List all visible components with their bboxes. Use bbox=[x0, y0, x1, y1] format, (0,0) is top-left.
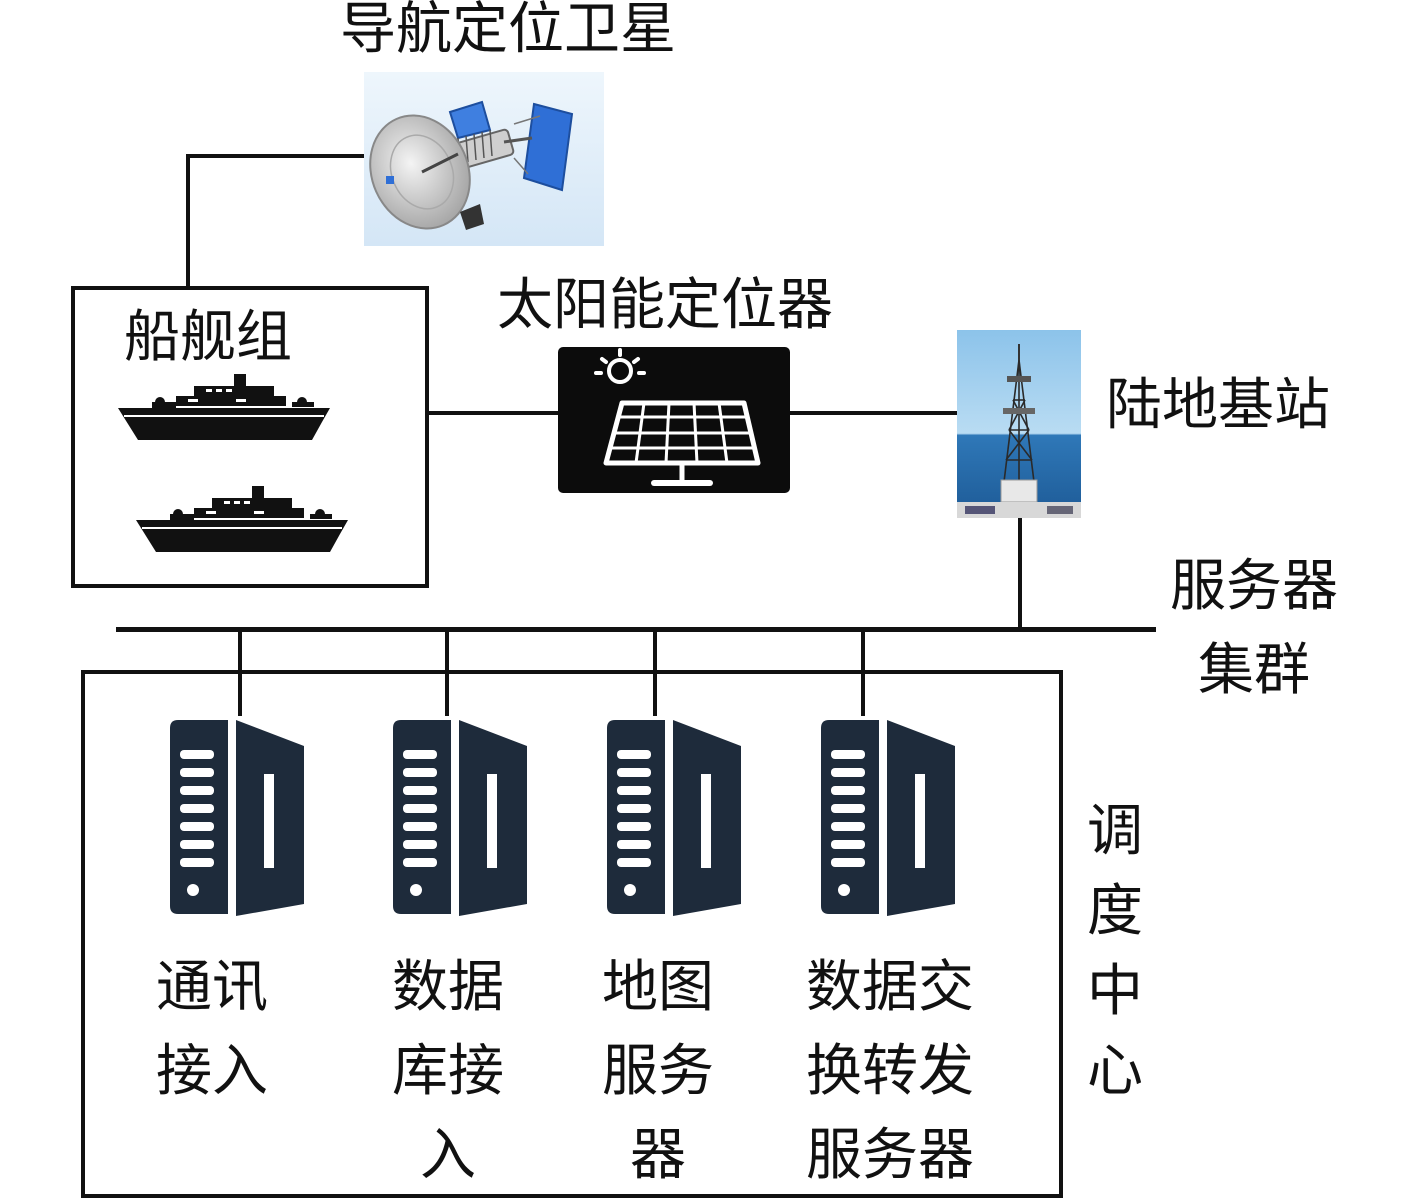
link-ships-solar bbox=[426, 411, 560, 415]
server-label-line: 入 bbox=[420, 1123, 476, 1188]
satellite-label: 导航定位卫星 bbox=[340, 0, 676, 62]
server-icon bbox=[821, 720, 955, 916]
server-label-line: 器 bbox=[630, 1123, 686, 1188]
link-satellite-vertical bbox=[186, 154, 190, 288]
server-label-line: 数据交 bbox=[806, 955, 974, 1020]
dispatch-center-box bbox=[81, 670, 1063, 1198]
server-label-line: 服务 bbox=[602, 1039, 714, 1104]
server-label-line: 接入 bbox=[156, 1039, 268, 1104]
satellite-icon bbox=[364, 72, 604, 246]
solar-panel-icon bbox=[558, 347, 790, 493]
server-icon bbox=[393, 720, 527, 916]
server-label-line: 数据 bbox=[392, 955, 504, 1020]
tower-icon bbox=[957, 330, 1081, 518]
dispatch-center-char: 度 bbox=[1087, 879, 1143, 944]
land-base-station-label: 陆地基站 bbox=[1106, 373, 1330, 438]
server-icon bbox=[170, 720, 304, 916]
ship-icon bbox=[118, 374, 330, 440]
dispatch-center-char: 调 bbox=[1087, 799, 1143, 864]
server-label-line: 库接 bbox=[392, 1039, 504, 1104]
dispatch-center-char: 中 bbox=[1087, 959, 1143, 1024]
server-label-database-access: 数据 库接 入 bbox=[392, 946, 504, 1198]
link-tower-bus bbox=[1018, 516, 1022, 630]
link-satellite-horizontal bbox=[186, 154, 364, 158]
link-solar-tower bbox=[790, 411, 958, 415]
server-cluster-label-line: 服务器 bbox=[1170, 554, 1338, 619]
server-label-comm-access: 通讯 接入 bbox=[156, 946, 268, 1114]
server-cluster-label-line: 集群 bbox=[1198, 638, 1310, 703]
ship-group-box bbox=[71, 286, 429, 588]
server-label-data-exchange: 数据交 换转发 服务器 bbox=[806, 946, 974, 1198]
server-label-line: 服务器 bbox=[806, 1123, 974, 1188]
server-cluster-bus bbox=[116, 627, 1156, 632]
ship-icon bbox=[136, 486, 348, 552]
server-icon bbox=[607, 720, 741, 916]
server-label-line: 通讯 bbox=[156, 955, 268, 1020]
server-label-line: 地图 bbox=[602, 955, 714, 1020]
server-label-map-server: 地图 服务 器 bbox=[602, 946, 714, 1198]
dispatch-center-label: 调 度 中 心 bbox=[1086, 792, 1144, 1112]
ship-group-label: 船舰组 bbox=[124, 305, 292, 370]
dispatch-center-char: 心 bbox=[1087, 1039, 1143, 1104]
server-cluster-label: 服务器 集群 bbox=[1170, 545, 1338, 713]
solar-locator-label: 太阳能定位器 bbox=[497, 273, 833, 338]
server-label-line: 换转发 bbox=[806, 1039, 974, 1104]
